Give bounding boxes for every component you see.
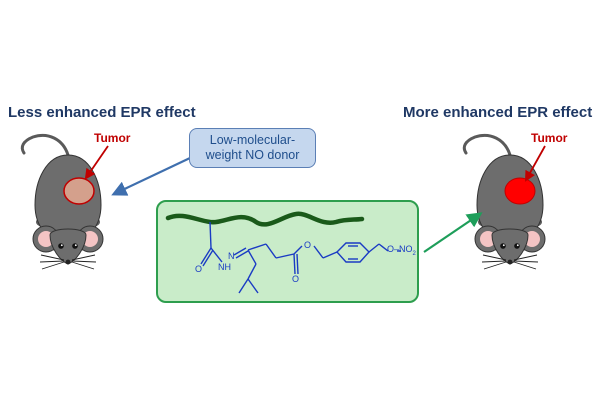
tumor-arrow-left: [84, 145, 109, 180]
molecule-atom-o-carbonyl: O: [195, 264, 203, 274]
molecule-atom-n: N: [228, 251, 235, 261]
left-title: Less enhanced EPR effect: [8, 104, 196, 121]
nitrate-o: O: [387, 244, 395, 254]
nitrate-subscript: 2: [412, 250, 416, 257]
note-line-1: Low-molecular-: [209, 133, 296, 147]
tumor-left: [63, 177, 95, 205]
tumor-label-right: Tumor: [531, 131, 568, 145]
molecule-structure: [200, 221, 401, 294]
tumor-right: [504, 177, 536, 205]
polymer-chain: [165, 211, 365, 227]
arrow-conjugate-to-right-mouse: [423, 212, 483, 253]
nitrate-group-label: O–NO2: [387, 244, 416, 257]
tumor-arrow-right: [524, 145, 546, 182]
mouse-right: [462, 133, 547, 271]
molecule-atom-o-ester-carbonyl: O: [292, 274, 300, 284]
mouse-left: [20, 133, 105, 271]
arrow-note-to-left-mouse: [111, 157, 191, 196]
note-line-2: weight NO donor: [205, 148, 300, 162]
molecule-atom-nh: NH: [218, 262, 231, 272]
nitrate-no: NO: [399, 244, 413, 254]
molecule-atom-o-ester: O: [304, 240, 312, 250]
right-title: More enhanced EPR effect: [403, 104, 593, 121]
tumor-label-left: Tumor: [94, 131, 131, 145]
no-donor-note: Low-molecular- weight NO donor: [189, 128, 316, 168]
